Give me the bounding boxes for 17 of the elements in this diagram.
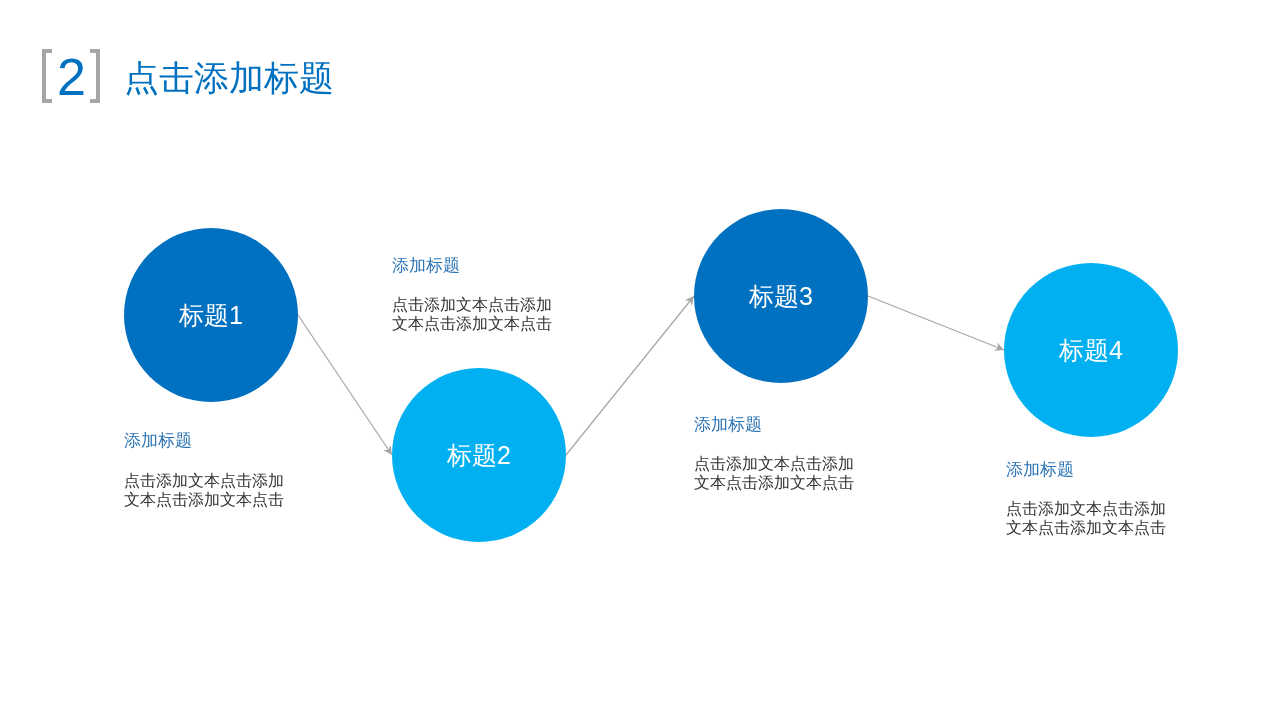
title-circle: 标题3 [694, 209, 868, 383]
arrow [565, 295, 695, 456]
item-heading: 添加标题 [694, 415, 762, 435]
title-circle: 标题4 [1004, 263, 1178, 437]
arrow [297, 314, 393, 456]
arrow [867, 295, 1005, 351]
title-circle: 标题1 [124, 228, 298, 402]
item-description: 点击添加文本点击添加文本点击添加文本点击 [1006, 499, 1167, 537]
item-heading: 添加标题 [1006, 460, 1074, 480]
section-number: 2 [57, 49, 86, 105]
item-heading: 添加标题 [124, 431, 192, 451]
slide-title: 点击添加标题 [124, 58, 334, 98]
item-description: 点击添加文本点击添加文本点击添加文本点击 [124, 471, 285, 509]
title-circle: 标题2 [392, 368, 566, 542]
item-description: 点击添加文本点击添加文本点击添加文本点击 [392, 295, 553, 333]
item-description: 点击添加文本点击添加文本点击添加文本点击 [694, 454, 855, 492]
item-heading: 添加标题 [392, 256, 460, 276]
